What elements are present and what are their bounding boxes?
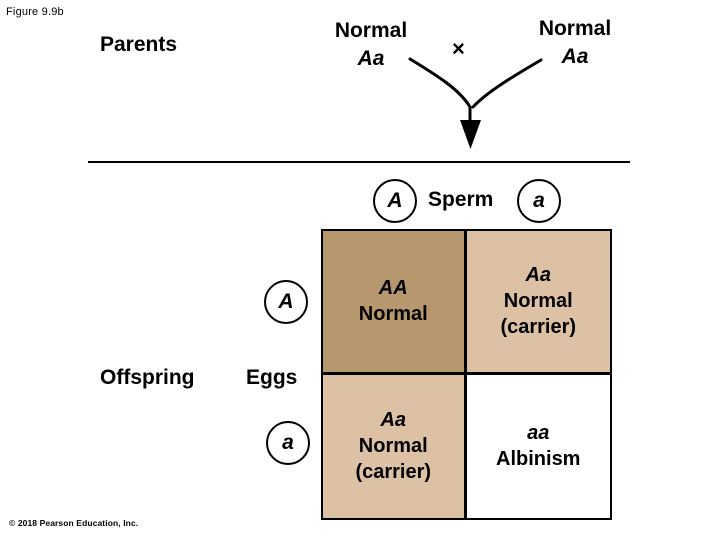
- egg-allele-a-label: a: [282, 431, 294, 454]
- parents-label: Parents: [100, 33, 178, 56]
- parent-left-phenotype: Normal: [334, 19, 408, 42]
- egg-allele-A-label: A: [278, 290, 294, 313]
- cell-note: (carrier): [355, 461, 432, 484]
- figure-label: Figure 9.9b: [6, 6, 64, 18]
- cross-symbol: ×: [452, 36, 465, 61]
- cell-phenotype: Albinism: [496, 448, 581, 471]
- offspring-label: Offspring: [100, 366, 195, 389]
- parent-right-phenotype: Normal: [538, 17, 612, 40]
- sperm-allele-circle-a: a: [517, 179, 561, 223]
- punnett-cell-Aa-top: Aa Normal (carrier): [466, 231, 610, 375]
- punnett-cell-AA: AA Normal: [323, 231, 467, 375]
- punnett-cell-Aa-bottom: Aa Normal (carrier): [323, 374, 467, 518]
- eggs-label: Eggs: [246, 366, 298, 389]
- parent-right: Normal Aa: [500, 15, 650, 71]
- cell-phenotype: Normal: [358, 435, 428, 458]
- sperm-allele-circle-A: A: [373, 179, 417, 223]
- cell-genotype: aa: [527, 422, 550, 445]
- parent-left: Normal Aa: [296, 17, 446, 73]
- cell-note: (carrier): [500, 316, 577, 339]
- cell-genotype: Aa: [380, 409, 407, 432]
- cell-genotype: Aa: [525, 264, 552, 287]
- section-divider-line: [88, 161, 630, 163]
- parent-right-genotype: Aa: [561, 45, 589, 68]
- punnett-square: AA Normal Aa Normal (carrier) Aa Normal …: [321, 229, 612, 520]
- cell-phenotype: Normal: [358, 303, 428, 326]
- egg-allele-circle-A: A: [264, 280, 308, 324]
- sperm-allele-A-label: A: [387, 189, 403, 212]
- copyright-notice: © 2018 Pearson Education, Inc.: [9, 518, 139, 528]
- sperm-allele-a-label: a: [533, 189, 545, 212]
- cell-phenotype: Normal: [503, 290, 573, 313]
- parent-left-genotype: Aa: [357, 47, 385, 70]
- cell-genotype: AA: [378, 277, 408, 300]
- egg-allele-circle-a: a: [266, 421, 310, 465]
- sperm-label: Sperm: [428, 188, 494, 211]
- punnett-cell-aa: aa Albinism: [466, 374, 610, 518]
